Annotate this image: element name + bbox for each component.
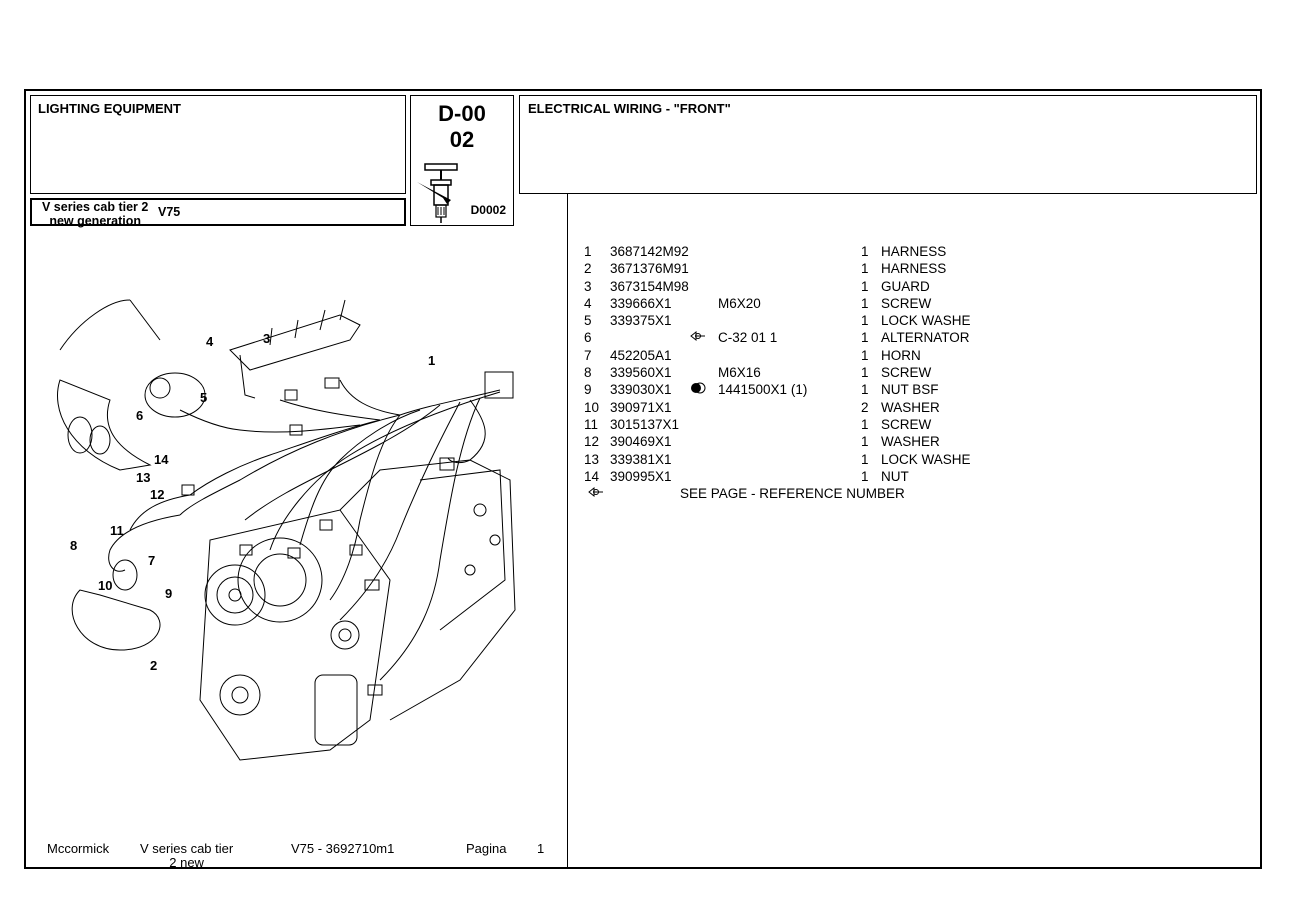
part-quantity: 1 (861, 261, 869, 277)
part-code: 390971X1 (610, 399, 672, 415)
part-number-index: 11 (584, 416, 599, 432)
model-label: V75 (158, 205, 181, 219)
part-number-index: 9 (584, 382, 592, 398)
reference-icon (588, 485, 604, 502)
part-quantity: 1 (861, 313, 869, 329)
callout-10: 10 (98, 578, 112, 593)
part-dimension: 1441500X1 (1) (718, 382, 808, 398)
part-code: 339030X1 (610, 382, 672, 398)
part-quantity: 2 (861, 399, 869, 415)
part-description: SCREW (881, 295, 932, 311)
wiring-diagram: 1 2 3 4 5 6 7 8 9 10 11 12 13 14 (57, 299, 516, 761)
footer-page-label: Pagina (466, 841, 507, 856)
section-header: LIGHTING EQUIPMENT (30, 95, 406, 194)
title-box: ELECTRICAL WIRING - "FRONT" (519, 95, 1257, 194)
part-description: GUARD (881, 278, 930, 294)
part-description: NUT BSF (881, 382, 939, 398)
part-code: 390469X1 (610, 434, 672, 450)
figure-code: D0002 (470, 203, 506, 217)
part-quantity: 1 (861, 434, 869, 450)
callout-9: 9 (165, 586, 172, 601)
part-quantity: 1 (861, 451, 869, 467)
series-name: V series cab tier 2 new generation (42, 200, 149, 228)
part-number-index: 6 (584, 330, 592, 346)
part-number-index: 8 (584, 365, 592, 381)
page-title: ELECTRICAL WIRING - "FRONT" (528, 101, 731, 116)
part-description: ALTERNATOR (881, 330, 970, 346)
part-dimension: C-32 01 1 (718, 330, 778, 346)
part-quantity: 1 (861, 468, 869, 484)
page-frame (24, 89, 1262, 869)
part-description: LOCK WASHE (881, 313, 971, 329)
part-quantity: 1 (861, 244, 869, 259)
part-code: 339375X1 (610, 313, 672, 329)
callout-12: 12 (150, 487, 164, 502)
part-description: WASHER (881, 434, 940, 450)
part-quantity: 1 (861, 365, 869, 381)
part-description: NUT (881, 468, 909, 484)
part-quantity: 1 (861, 330, 869, 346)
callout-13: 13 (136, 470, 150, 485)
part-code: 3687142M92 (610, 244, 689, 259)
part-description: HORN (881, 347, 921, 363)
part-code: 3671376M91 (610, 261, 689, 277)
part-number-index: 5 (584, 313, 592, 329)
part-number-index: 4 (584, 295, 592, 311)
group-code-box: D-00 02 D0002 (410, 95, 514, 226)
part-description: SCREW (881, 365, 932, 381)
part-description: WASHER (881, 399, 940, 415)
part-number-index: 1 (584, 244, 592, 259)
footer-brand: Mccormick (47, 841, 110, 856)
part-number-index: 10 (584, 399, 600, 415)
footer-model-ref: V75 - 3692710m1 (291, 841, 395, 856)
footer-series: V series cab tier 2 new (140, 841, 234, 870)
series-box: V series cab tier 2 new generation V75 (30, 198, 406, 228)
callout-14: 14 (154, 452, 169, 467)
part-quantity: 1 (861, 347, 869, 363)
part-code: 339381X1 (610, 451, 672, 467)
part-description: HARNESS (881, 261, 947, 277)
footer-page-number: 1 (537, 841, 545, 856)
part-quantity: 1 (861, 382, 869, 398)
part-code: 390995X1 (610, 468, 672, 484)
replacement-icon (690, 381, 706, 398)
part-code: 339560X1 (610, 365, 672, 381)
callout-11: 11 (110, 523, 124, 538)
part-code: 452205A1 (610, 347, 672, 363)
callout-4: 4 (206, 334, 214, 349)
part-dimension: M6X20 (718, 295, 761, 311)
callout-1: 1 (428, 353, 435, 368)
part-number-index: 13 (584, 451, 600, 467)
part-number-index: 2 (584, 261, 592, 277)
callout-7: 7 (148, 553, 155, 568)
section-title: LIGHTING EQUIPMENT (38, 101, 181, 116)
part-quantity: 1 (861, 416, 869, 432)
part-number-index: 7 (584, 347, 592, 363)
part-number-index: 3 (584, 278, 592, 294)
reference-note: SEE PAGE - REFERENCE NUMBER (580, 485, 980, 502)
reference-icon (690, 329, 706, 346)
part-dimension: M6X16 (718, 365, 761, 381)
group-code: D-00 02 (438, 101, 486, 152)
part-number-index: 14 (584, 468, 600, 484)
divider (567, 194, 568, 868)
part-quantity: 1 (861, 295, 869, 311)
reference-note-text: SEE PAGE - REFERENCE NUMBER (680, 486, 905, 501)
callout-2: 2 (150, 658, 157, 673)
part-quantity: 1 (861, 278, 869, 294)
callout-3: 3 (263, 331, 270, 346)
part-description: HARNESS (881, 244, 947, 259)
part-description: SCREW (881, 416, 932, 432)
part-number-index: 12 (584, 434, 600, 450)
callout-6: 6 (136, 408, 143, 423)
part-description: LOCK WASHE (881, 451, 971, 467)
callout-8: 8 (70, 538, 77, 553)
part-code: 3673154M98 (610, 278, 689, 294)
part-code: 3015137X1 (610, 416, 680, 432)
lighting-icon (417, 163, 458, 223)
part-code: 339666X1 (610, 295, 672, 311)
callout-5: 5 (200, 390, 207, 405)
